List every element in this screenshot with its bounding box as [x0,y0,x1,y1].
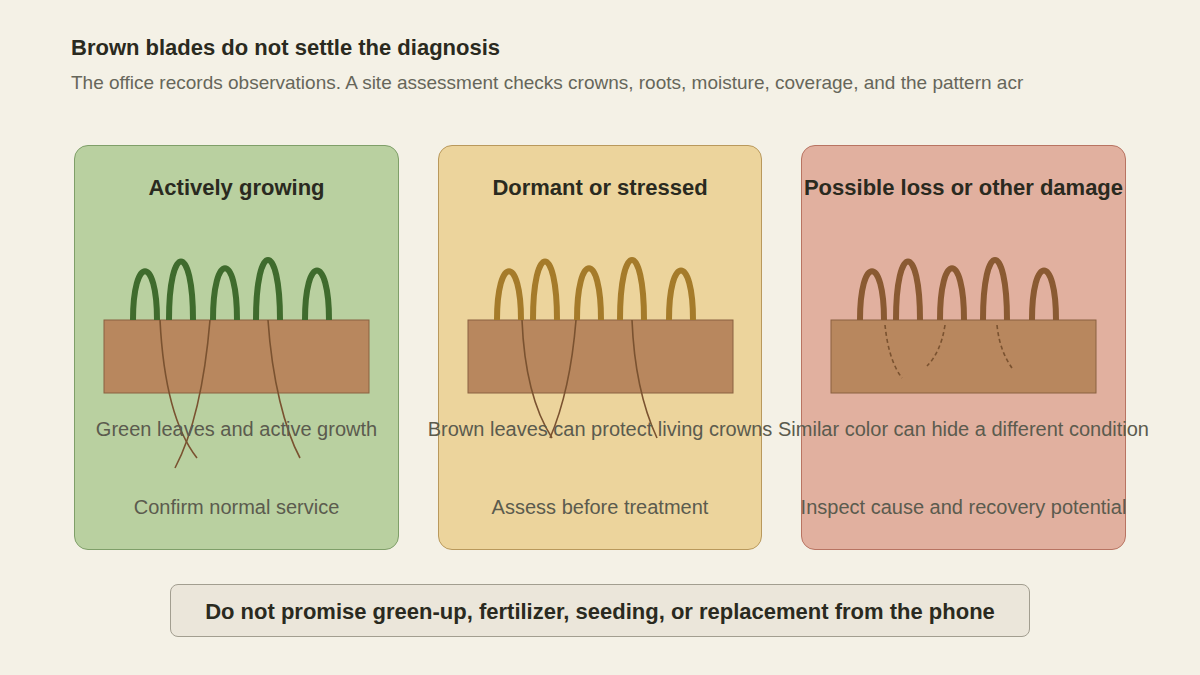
warning-text: Do not promise green-up, fertilizer, see… [205,599,995,625]
diagram-caption: The office records observations. A site … [71,72,1023,94]
status-panel: Possible loss or other damageSimilar col… [801,145,1126,550]
diagram-title: Brown blades do not settle the diagnosis [71,35,500,61]
status-panel: Dormant or stressedBrown leaves can prot… [438,145,762,550]
panel-heading: Dormant or stressed [492,175,707,201]
panel-action: Confirm normal service [134,496,340,519]
panel-heading: Actively growing [148,175,324,201]
status-panel: Actively growingGreen leaves and active … [74,145,399,550]
panel-description: Green leaves and active growth [96,418,377,441]
panel-action: Inspect cause and recovery potential [801,496,1127,519]
panel-description: Similar color can hide a different condi… [778,418,1149,441]
panel-description: Brown leaves can protect living crowns [428,418,773,441]
warning-band: Do not promise green-up, fertilizer, see… [170,584,1030,637]
panel-action: Assess before treatment [492,496,709,519]
panel-heading: Possible loss or other damage [804,175,1123,201]
